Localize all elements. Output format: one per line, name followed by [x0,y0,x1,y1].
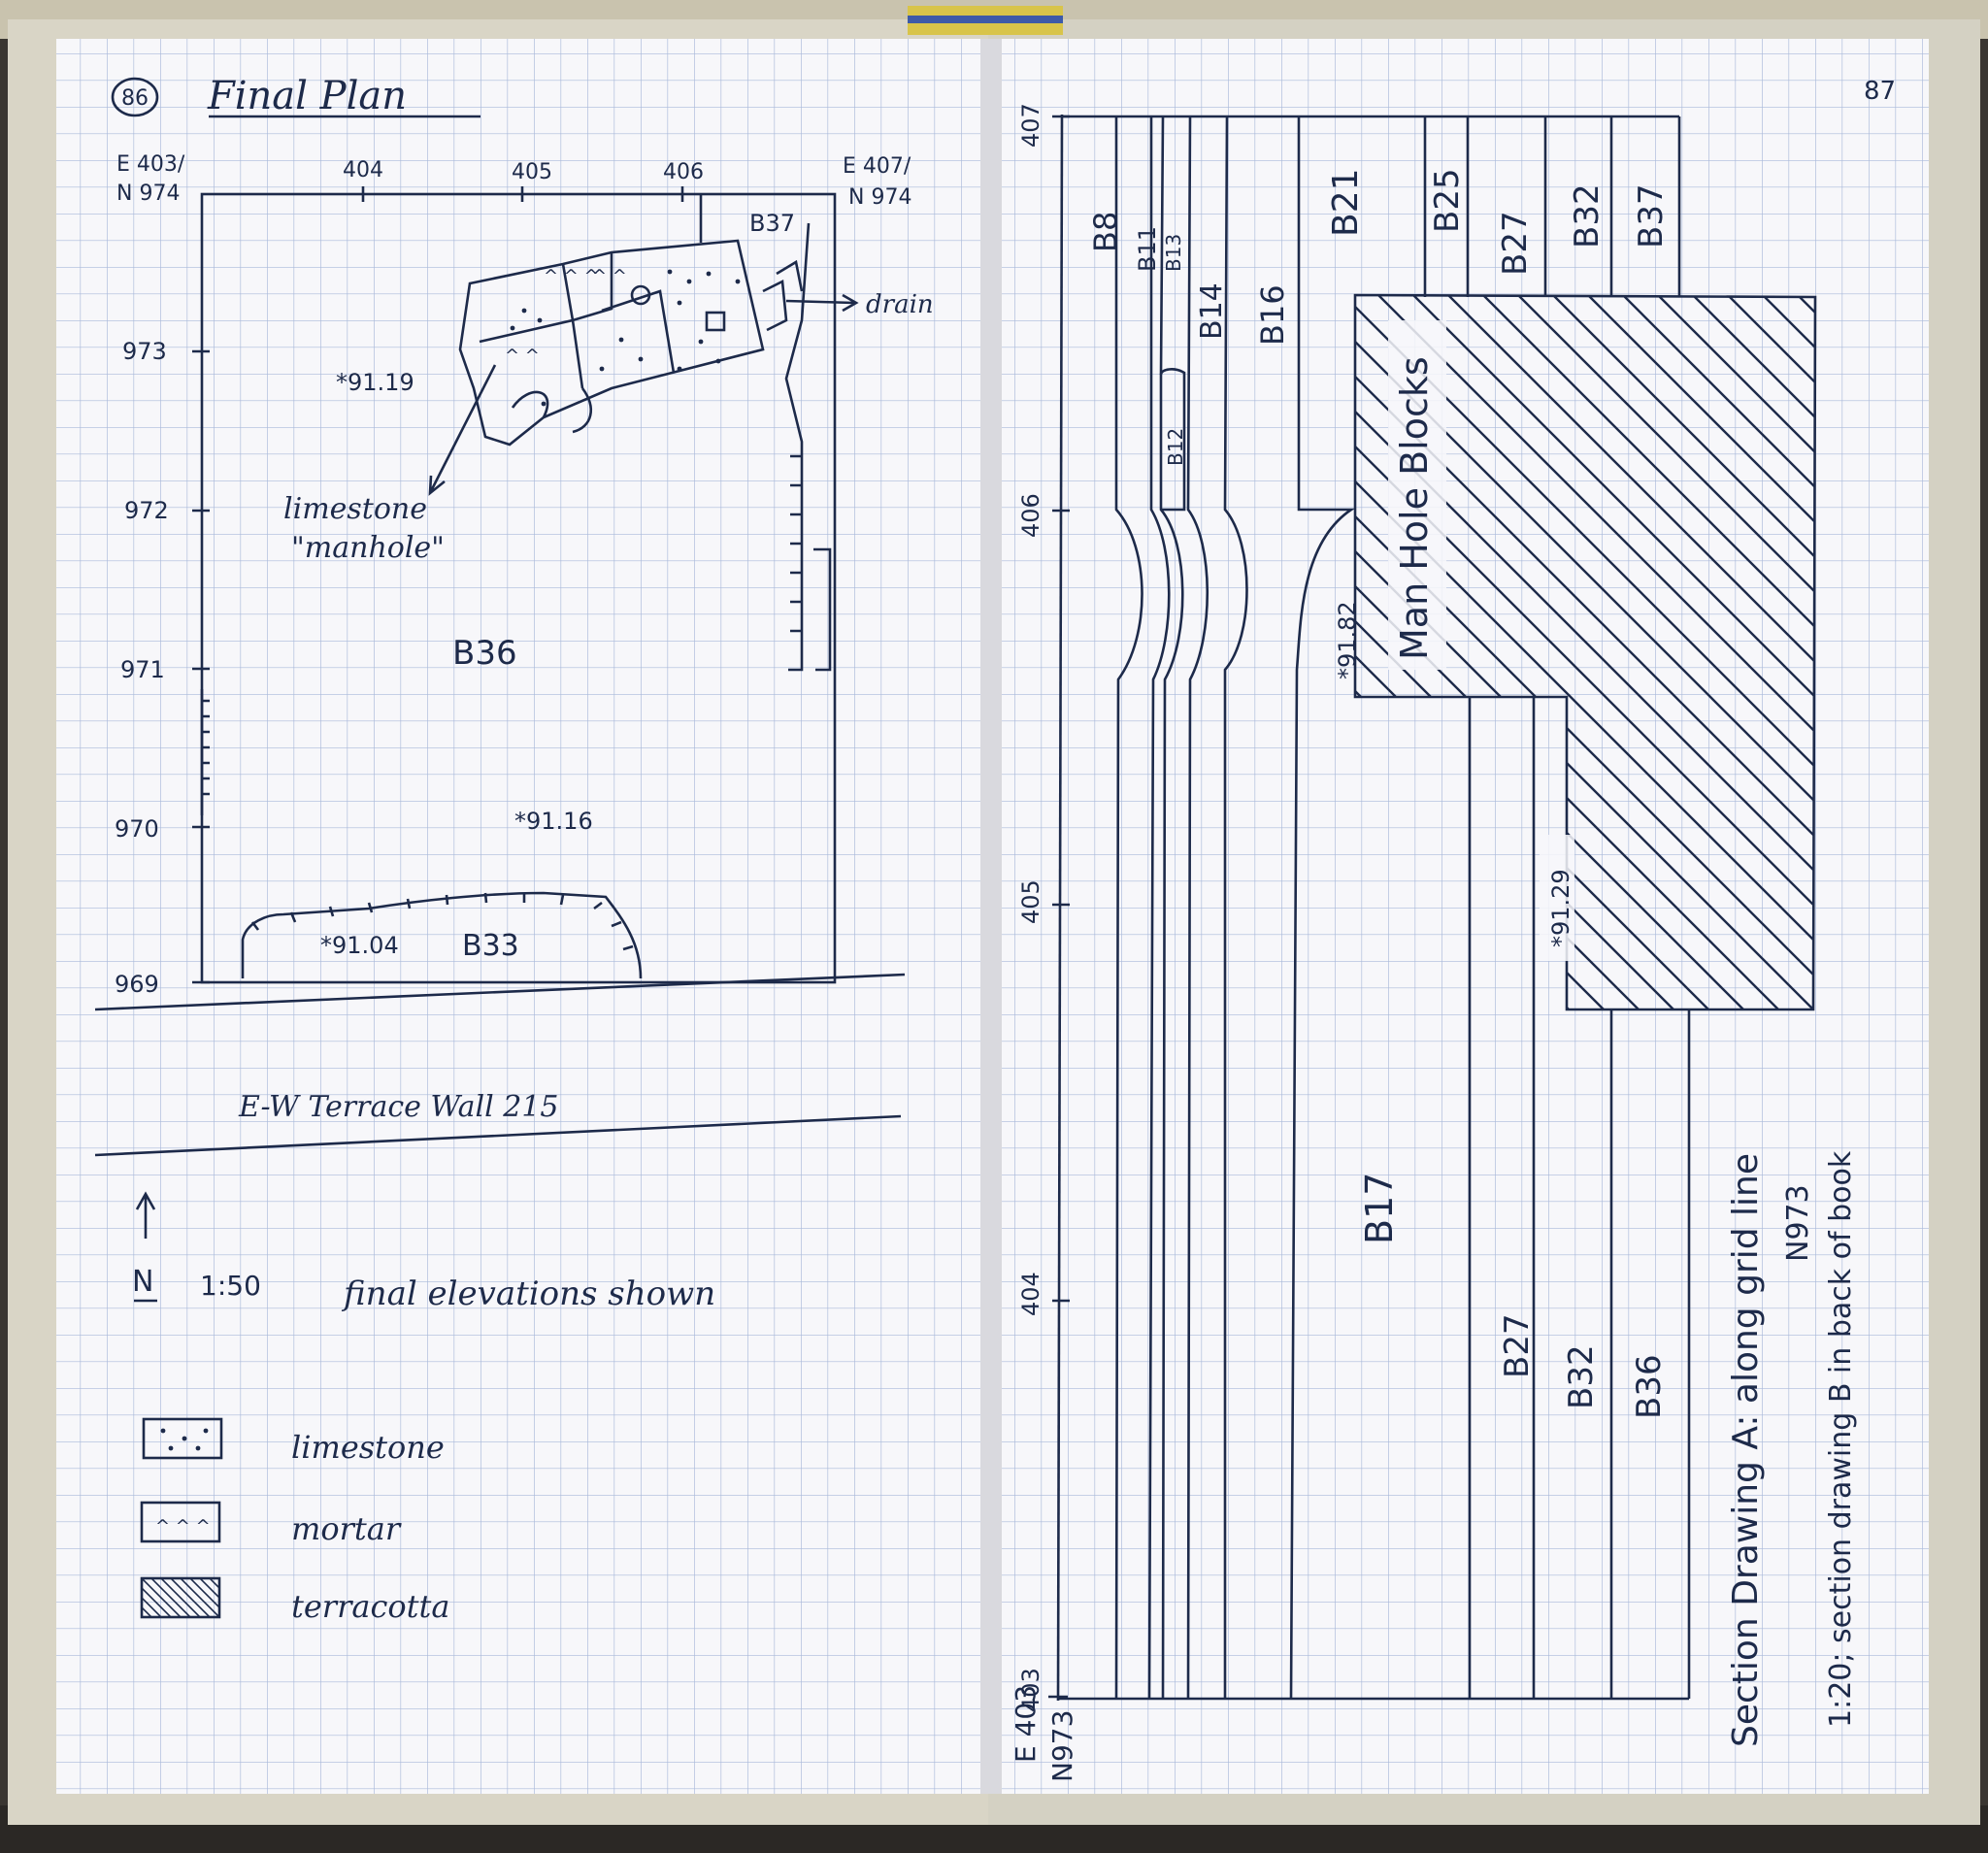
layer-label: B25 [1428,168,1467,233]
corner-label-n: N973 [1046,1710,1078,1782]
y-tick-label: 972 [124,497,169,524]
axis-tick-label: 405 [1017,879,1044,924]
svg-text:^ ^: ^ ^ [505,346,540,366]
terrace-wall-line [94,1114,902,1157]
layer-label-b12: B12 [1164,428,1187,466]
scale-label: 1:50 [200,1270,261,1302]
layer-label: B16 [1254,284,1291,346]
gutter [980,39,1002,1794]
legend-label: terracotta [291,1588,449,1625]
label-drain: drain [866,290,934,319]
label-b37: B37 [749,210,795,237]
legend-mortar-swatch [140,1501,221,1543]
legend-label: limestone [291,1429,445,1466]
page-title: Final Plan [207,74,407,118]
svg-text:^ ^: ^ ^ [592,266,627,286]
elevation-label: *91.82 [1334,601,1361,679]
elevation-label: *91.29 [1547,869,1574,947]
layer-label: B36 [1630,1354,1669,1419]
layer-label: B11 [1134,226,1161,272]
x-tick-label: 405 [512,160,552,184]
corner-ne-e: E 407/ [843,154,911,179]
section-caption-line-3: 1:20; section drawing B in back of book [1824,1150,1858,1728]
layer-label: B21 [1326,168,1366,237]
x-tick-label: 406 [663,160,704,184]
layer-label: B8 [1087,212,1124,252]
axis-tick-label: 407 [1017,103,1044,148]
label-b33: B33 [462,929,519,963]
plan-frame [200,192,837,984]
corner-nw-e: E 403/ [116,152,185,177]
section-caption-line-2: N973 [1781,1184,1815,1262]
layer-label: B13 [1162,234,1185,272]
section-axis [1056,114,1064,1702]
layer-label: B37 [1632,183,1671,248]
layer-label: B27 [1496,211,1535,276]
label-manhole-2: "manhole" [291,531,445,565]
layer-label: B32 [1568,183,1607,248]
page-number-right: 87 [1864,77,1896,106]
svg-text:^ ^ ^: ^ ^ ^ [544,266,599,286]
legend-label: mortar [291,1510,402,1547]
page-number-left: 86 [121,86,149,111]
label-manhole-1: limestone [283,492,427,526]
layer-label: B27 [1498,1313,1537,1378]
plan-baseline [94,973,906,1011]
note-final-elevations: final elevations shown [341,1274,715,1313]
y-tick-label: 970 [115,815,159,843]
wall-label: E-W Terrace Wall 215 [238,1090,559,1124]
manhole-feature [458,239,804,447]
section-caption-line-1: Section Drawing A: along grid line [1726,1153,1766,1747]
manhole-blocks-label: Man Hole Blocks [1393,356,1436,660]
page-number-circle [111,77,159,117]
axis-tick-label: 404 [1017,1272,1044,1316]
axis-tick-label: 403 [1017,1668,1044,1712]
corner-ne-n: N 974 [848,185,911,210]
svg-text:^ ^ ^: ^ ^ ^ [155,1516,211,1537]
y-tick-label: 971 [120,656,165,683]
elevation-label: *91.16 [514,808,593,835]
corner-nw-n: N 974 [116,182,180,206]
corner-label-e: E 403 [1010,1685,1042,1763]
legend-limestone-swatch [142,1417,223,1460]
manhole-blocks-hatch [1353,293,1817,1011]
b33-outline [241,891,643,979]
y-tick-label: 973 [122,338,167,365]
label-b36: B36 [452,634,517,673]
y-tick-label: 969 [115,971,159,998]
layer-label: B17 [1358,1173,1401,1244]
elevation-label: *91.04 [320,932,399,959]
layer-label: B32 [1562,1344,1601,1409]
north-arrow [135,1191,156,1239]
axis-tick-label: 406 [1017,493,1044,538]
north-label: N [132,1265,153,1299]
x-tick-label: 404 [343,158,383,182]
layer-label: B14 [1195,282,1229,340]
elevation-label: *91.19 [336,369,414,396]
